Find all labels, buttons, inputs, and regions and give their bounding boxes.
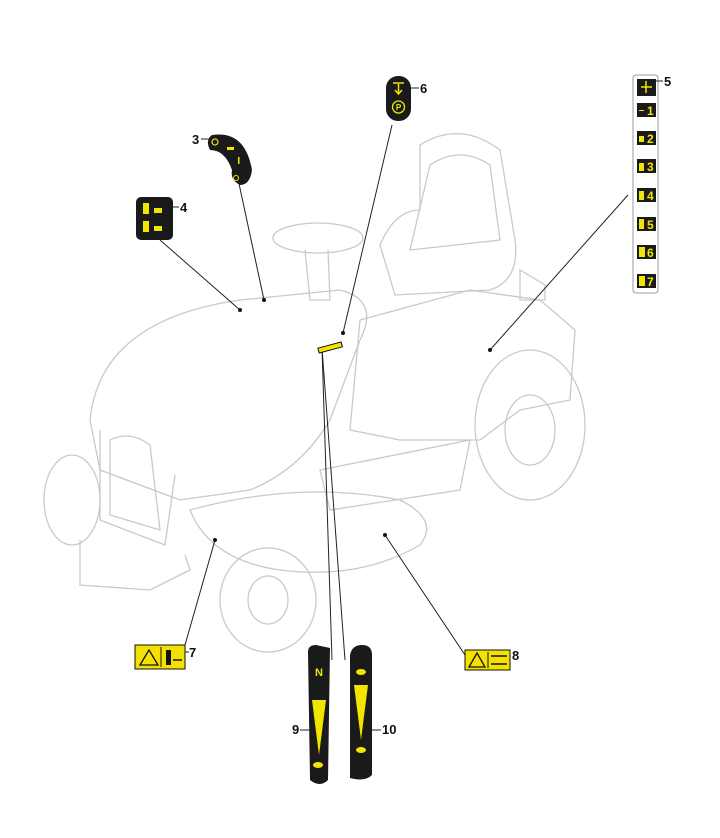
decal-front-warning[interactable]: 7: [134, 644, 196, 670]
leader-lines: [159, 124, 629, 661]
callout-6: 6: [420, 81, 427, 96]
callout-4: 4: [180, 200, 188, 215]
decal-speed-left[interactable]: N 9: [292, 645, 330, 784]
callout-7: 7: [189, 645, 196, 660]
height-pos-1: 1: [637, 103, 656, 118]
decal-discharge-warning[interactable]: 8: [464, 648, 519, 671]
svg-text:6: 6: [647, 246, 654, 260]
callout-8: 8: [512, 648, 519, 663]
decal-ignition-switch[interactable]: 3: [192, 132, 252, 185]
svg-text:3: 3: [647, 160, 654, 174]
decal-height-positions[interactable]: 5 1 2 3 4 5 6 7: [632, 74, 671, 294]
callout-10: 10: [382, 722, 396, 737]
svg-text:5: 5: [647, 218, 654, 232]
svg-text:1: 1: [647, 104, 654, 118]
brake-symbol: P: [396, 103, 402, 112]
svg-text:2: 2: [647, 132, 654, 146]
tractor-illustration: [43, 133, 586, 653]
callout-5: 5: [664, 74, 671, 89]
callout-9: 9: [292, 722, 299, 737]
decal-parking-brake[interactable]: P 6: [386, 76, 427, 121]
decal-cutting-height[interactable]: 4: [136, 197, 188, 240]
neutral-symbol: N: [315, 667, 323, 679]
callout-3: 3: [192, 132, 199, 147]
svg-text:7: 7: [647, 275, 654, 289]
svg-text:4: 4: [647, 189, 654, 203]
decal-speed-right[interactable]: 10: [350, 645, 396, 780]
